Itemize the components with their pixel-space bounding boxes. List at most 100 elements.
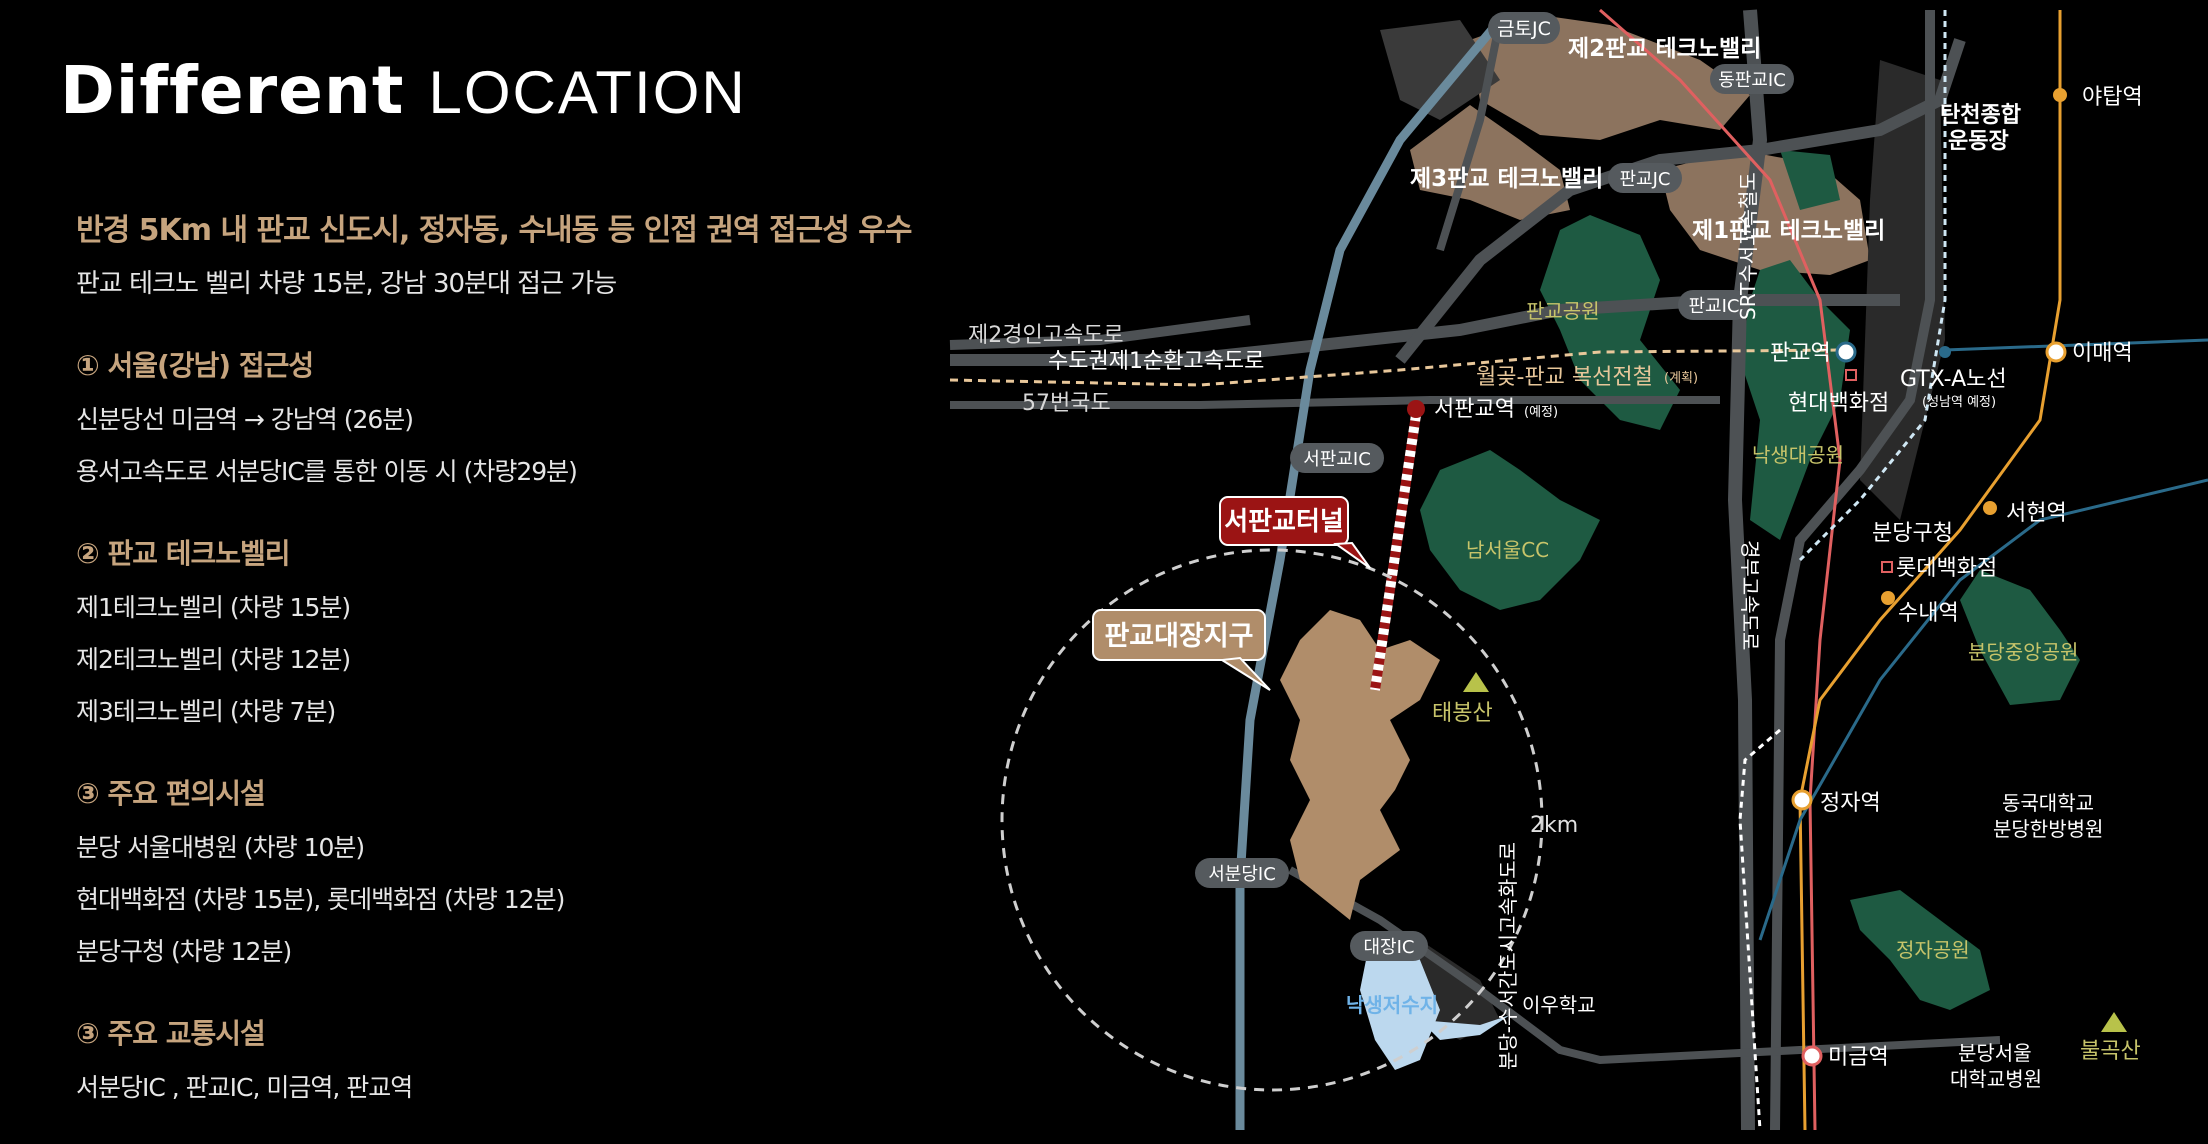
ic-pill — [1710, 64, 1794, 94]
section-item: 용서고속도로 서분당IC를 통한 이동 시 (차량29분) — [76, 457, 578, 486]
road-label: SRT수서고속철도 — [1736, 172, 1760, 320]
ic-pill — [1678, 290, 1750, 320]
road-label: 57번국도 — [1022, 391, 1111, 416]
ic-label: 금토JC — [1497, 18, 1551, 40]
station-icon — [2053, 88, 2067, 102]
mountain-icon — [2101, 1012, 2127, 1032]
ic-label: 동판교IC — [1718, 70, 1786, 91]
station-label: 야탑역 — [2082, 85, 2143, 110]
gyeongin2-expressway — [949, 315, 1251, 350]
section-gangnam: ① 서울(강남) 접근성 신분당선 미금역 → 강남역 (26분) 용서고속도로… — [76, 344, 936, 488]
station-icons — [1407, 88, 2067, 1067]
callout-pointer — [1333, 541, 1371, 569]
valley2-area — [1470, 15, 1750, 140]
building-icon — [1881, 561, 1893, 573]
valley2-label: 제2판교 테크노밸리 — [1568, 36, 1761, 62]
valley3-area — [1410, 105, 1570, 220]
radius-circle — [1000, 548, 1544, 1092]
jeongja-park — [1850, 890, 1990, 1010]
site-parcel — [1280, 610, 1440, 920]
section-heading: ③ 주요 교통시설 — [76, 1017, 266, 1050]
tunnel-line-stripes — [1370, 414, 1421, 691]
station-label: 미금역 — [1828, 1045, 1889, 1070]
reservoir-area — [1360, 935, 1440, 1070]
station-icon — [2045, 341, 2067, 363]
valley3-label: 제3판교 테크노밸리 — [1410, 166, 1603, 192]
station-label: 수내역 — [1898, 601, 1959, 626]
title-different: Different — [60, 52, 405, 129]
dongguk-line1: 동국대학교 — [2002, 791, 2094, 815]
park-label: 남서울CC — [1466, 538, 1549, 562]
ic-label: 판교JC — [1620, 169, 1671, 190]
dongguk-line2: 분당한방병원 — [1993, 817, 2103, 841]
gyeonggang-line — [1944, 338, 2208, 352]
place-label: GTX-A노선 — [1900, 367, 2007, 392]
park-label: 판교공원 — [1526, 299, 1600, 323]
mountain-label: 태봉산 — [1432, 701, 1493, 726]
place-label: 분당구청 — [1872, 521, 1953, 546]
station-icon — [1939, 346, 1951, 358]
station-icon — [1791, 789, 1813, 811]
route57 — [950, 396, 1720, 409]
section-item: 신분당선 미금역 → 강남역 (26분) — [76, 405, 414, 434]
park-small — [1780, 150, 1840, 210]
tancheon-line1: 탄천종합 — [1940, 102, 2021, 128]
section-item: 분당 서울대병원 (차량 10분) — [76, 833, 365, 862]
radius-label: 2km — [1530, 813, 1578, 838]
station-label: 서판교역 — [1434, 397, 1515, 422]
info-panel: 반경 5Km 내 판교 신도시, 정자동, 수내동 등 인접 권역 접근성 우수… — [76, 205, 936, 1104]
highway-blue — [1235, 17, 1504, 1130]
park-label: 낙생대공원 — [1752, 443, 1844, 467]
road-label: 제2경인고속도로 — [968, 323, 1124, 348]
place-label: 이우학교 — [1522, 993, 1596, 1017]
site-label: 판교대장지구 — [1104, 621, 1253, 652]
valley1-label: 제1판교 테크노밸리 — [1692, 218, 1885, 244]
section-amenities: ③ 주요 편의시설 분당 서울대병원 (차량 10분) 현대백화점 (차량 15… — [76, 772, 936, 968]
ic-label: 서판교IC — [1303, 449, 1371, 470]
ic-pill — [1350, 931, 1428, 961]
section-item: 분당구청 (차량 12분) — [76, 937, 292, 966]
station-label: 서현역 — [2006, 501, 2067, 526]
pangyo-park — [1540, 215, 1680, 430]
headline: 반경 5Km 내 판교 신도시, 정자동, 수내동 등 인접 권역 접근성 우수 — [76, 213, 912, 248]
place-note: (성남역 예정) — [1922, 395, 1996, 410]
station-icon — [1407, 400, 1425, 418]
place-label: 현대백화점 — [1788, 391, 1889, 416]
section-techno-valley: ② 판교 테크노벨리 제1테크노벨리 (차량 15분) 제2테크노벨리 (차량 … — [76, 532, 936, 728]
snuh-line1: 분당서울 — [1958, 1041, 2032, 1065]
ic-label: 판교IC — [1689, 296, 1740, 317]
ic-pill — [1290, 443, 1384, 473]
station-label: 정자역 — [1820, 791, 1881, 816]
callout-pointer — [1219, 656, 1271, 691]
tunnel-label: 서판교터널 — [1224, 507, 1344, 537]
ic-pill — [1608, 163, 1682, 193]
section-heading: ① 서울(강남) 접근성 — [76, 349, 314, 382]
place-label: 롯데백화점 — [1896, 556, 1997, 581]
blue-line — [1758, 478, 2208, 941]
tunnel-callout: 서판교터널 — [1219, 496, 1371, 569]
ic-labels: 금토JC 동판교IC 판교JC 판교IC 서판교IC 서분당IC 대장IC — [1195, 12, 1794, 961]
urban-area — [1380, 20, 1500, 120]
urban-area — [1860, 60, 1945, 520]
site-callout-box — [1092, 609, 1266, 661]
suin-bundang-line — [1798, 10, 2062, 1131]
section-item: 제2테크노벨리 (차량 12분) — [76, 645, 351, 674]
station-icon — [1881, 591, 1895, 605]
section-heading: ③ 주요 편의시설 — [76, 777, 266, 810]
road-label: 분당-수서간도시고속화도로 — [1496, 842, 1520, 1070]
bundang-central-park — [1960, 570, 2080, 705]
park-label: 정자공원 — [1896, 938, 1970, 962]
namseoul-cc — [1420, 450, 1600, 610]
bundang-suseo-expressway — [1770, 10, 1935, 1131]
section-item: 제1테크노벨리 (차량 15분) — [76, 593, 351, 622]
section-item: 서분당IC , 판교IC, 미금역, 판교역 — [76, 1073, 413, 1102]
ic-label: 대장IC — [1364, 937, 1415, 958]
station-icon — [1835, 341, 1857, 363]
subline: 판교 테크노 벨리 차량 15분, 강남 30분대 접근 가능 — [76, 269, 617, 299]
ic-pill — [1488, 12, 1560, 44]
